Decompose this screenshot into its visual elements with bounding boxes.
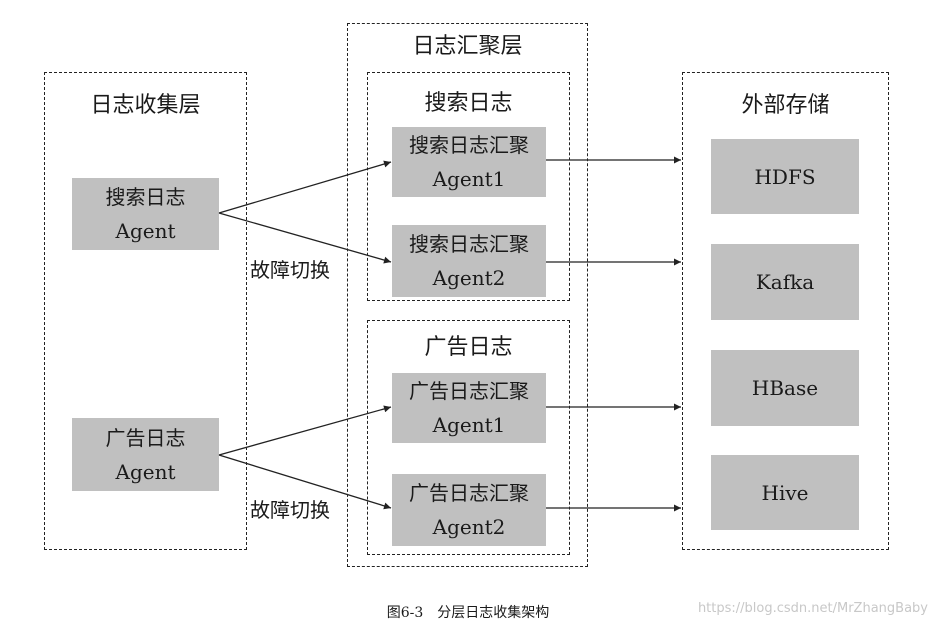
arrow-ad-to-agg1 — [218, 405, 392, 456]
ad-aggregation-agent1-line2: Agent1 — [432, 413, 506, 437]
ad-log-agent-line2: Agent — [115, 459, 176, 484]
ad-aggregation-agent2-line1: 广告日志汇聚 — [409, 481, 529, 505]
collection-layer: 日志收集层 — [44, 72, 247, 550]
failover-label-search: 故障切换 — [250, 258, 330, 282]
storage-layer: 外部存储 — [682, 72, 889, 550]
arrow-search-to-agg1 — [218, 160, 392, 214]
search-log-group-title: 搜索日志 — [424, 91, 513, 116]
ad-log-group-title: 广告日志 — [424, 335, 513, 360]
ad-log-group: 广告日志 — [367, 320, 570, 555]
ad-aggregation-agent2: 广告日志汇聚 Agent2 — [392, 474, 546, 546]
arrow-search-to-agg2-failover — [218, 212, 392, 264]
search-log-agent-line2: Agent — [115, 219, 176, 243]
search-aggregation-agent2-line1: 搜索日志汇聚 — [409, 232, 529, 256]
figure-caption: 图6-3 分层日志收集架构 — [386, 605, 550, 621]
search-aggregation-agent2-line2: Agent2 — [432, 266, 506, 290]
arrow-ad-to-agg2-failover — [218, 454, 392, 510]
aggregation-layer: 日志汇聚层 — [347, 23, 588, 567]
collection-layer-title: 日志收集层 — [90, 93, 201, 118]
storage-layer-title: 外部存储 — [741, 93, 830, 118]
search-aggregation-agent1-line2: Agent1 — [432, 167, 506, 191]
search-aggregation-agent1-line1: 搜索日志汇聚 — [409, 133, 529, 157]
aggregation-layer-title: 日志汇聚层 — [412, 34, 523, 59]
storage-hbase: HBase — [711, 350, 859, 426]
storage-hive: Hive — [711, 455, 859, 530]
ad-log-agent-line1: 广告日志 — [105, 425, 186, 450]
ad-aggregation-agent1-line1: 广告日志汇聚 — [409, 379, 529, 403]
storage-hdfs: HDFS — [711, 139, 859, 214]
search-aggregation-agent2: 搜索日志汇聚 Agent2 — [392, 225, 546, 297]
watermark: https://blog.csdn.net/MrZhangBaby — [697, 601, 928, 616]
search-log-agent: 搜索日志 Agent — [72, 178, 219, 250]
search-log-agent-line1: 搜索日志 — [105, 185, 186, 209]
ad-aggregation-agent1: 广告日志汇聚 Agent1 — [392, 373, 546, 443]
failover-label-ad: 故障切换 — [250, 498, 330, 522]
search-aggregation-agent1: 搜索日志汇聚 Agent1 — [392, 127, 546, 197]
storage-kafka: Kafka — [711, 244, 859, 320]
search-log-group: 搜索日志 — [367, 72, 570, 301]
ad-aggregation-agent2-line2: Agent2 — [432, 515, 506, 539]
ad-log-agent: 广告日志 Agent — [72, 418, 219, 491]
